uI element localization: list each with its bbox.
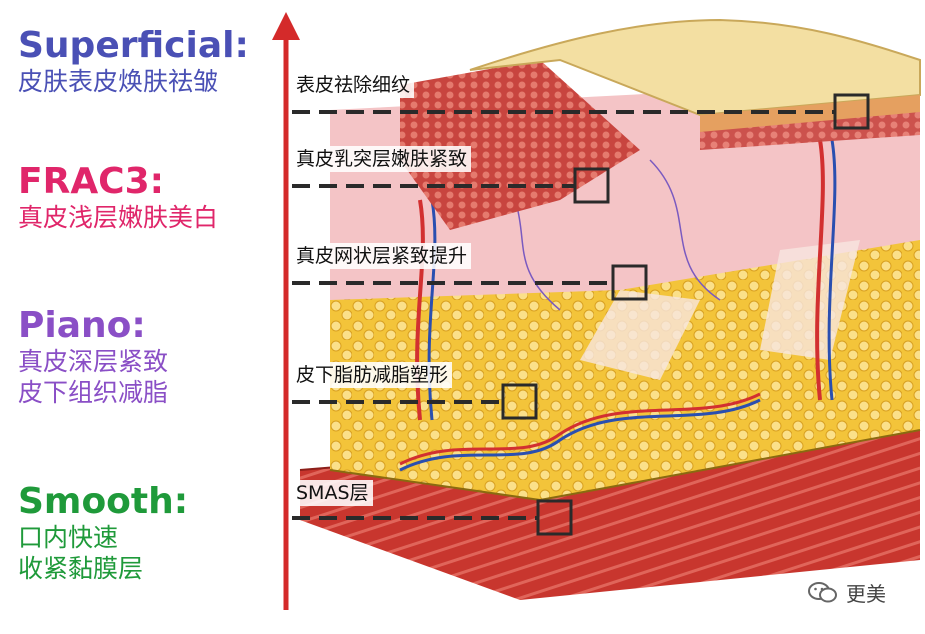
depth-axis-arrow: [272, 12, 300, 610]
mode-name: Smooth:: [18, 481, 189, 522]
layer-label-reticular-dermis: 真皮网状层紧致提升: [292, 243, 472, 269]
layer-label-subcutaneous-fat: 皮下脂肪减脂塑形: [292, 362, 453, 388]
layer-label-smas: SMAS层: [292, 480, 373, 506]
watermark-text: 更美: [846, 582, 886, 606]
mode-desc: 真皮深层紧致: [18, 347, 169, 376]
mode-piano: Piano: 真皮深层紧致 皮下组织减脂: [18, 306, 168, 408]
mode-frac3: FRAC3: 真皮浅层嫩肤美白: [18, 162, 218, 233]
mode-desc: 收紧黏膜层: [18, 554, 144, 583]
layer-label-epidermis: 表皮祛除细纹: [292, 72, 415, 98]
layer-label-papillary-dermis: 真皮乳突层嫩肤紧致: [292, 146, 472, 172]
wechat-icon: [808, 581, 837, 602]
mode-smooth: Smooth: 口内快速 收紧黏膜层: [18, 482, 188, 584]
mode-name: Piano:: [18, 305, 146, 346]
marker-epidermis: [292, 93, 870, 130]
marker-papillary-dermis: [292, 167, 610, 204]
mode-desc: 真皮浅层嫩肤美白: [18, 203, 219, 232]
marker-smas: [292, 499, 573, 536]
marker-reticular-dermis: [292, 264, 648, 301]
mode-desc: 皮肤表皮焕肤祛皱: [18, 67, 219, 96]
mode-superficial: Superficial: 皮肤表皮焕肤祛皱: [18, 26, 249, 97]
mode-name: Superficial:: [18, 25, 249, 66]
mode-desc: 皮下组织减脂: [18, 378, 169, 407]
marker-subcutaneous-fat: [292, 383, 538, 420]
mode-desc: 口内快速: [18, 523, 119, 552]
mode-name: FRAC3:: [18, 161, 165, 202]
watermark: 更美: [808, 578, 886, 607]
